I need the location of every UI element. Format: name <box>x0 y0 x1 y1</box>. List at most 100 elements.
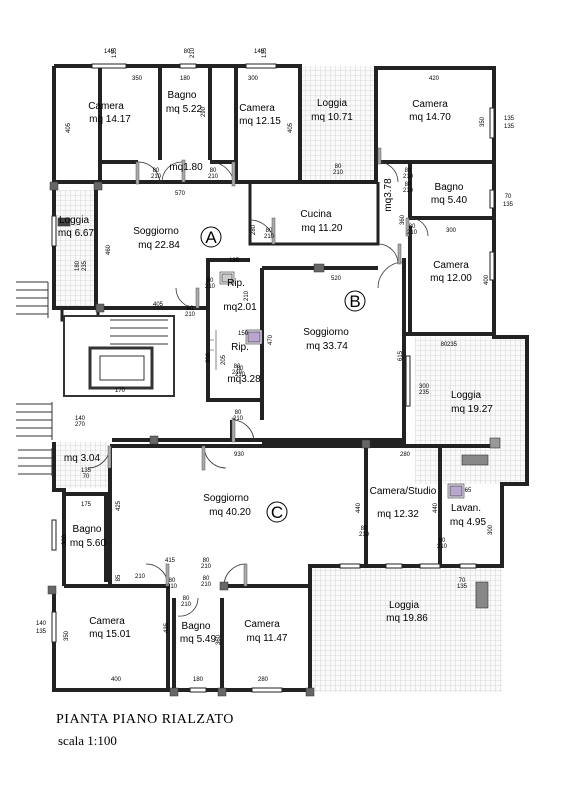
dimension: 85 <box>116 574 122 581</box>
dimension: 80 <box>361 526 368 532</box>
dimension: 400 <box>484 274 490 285</box>
dimension: 210 <box>437 544 448 550</box>
dimension: 360 <box>400 214 406 225</box>
room-name: Camera <box>89 616 125 627</box>
dimension: 210 <box>167 584 178 590</box>
room-name: Soggiorno <box>203 493 249 504</box>
dimension: 80 <box>153 168 160 174</box>
room-name: Loggia <box>451 390 481 401</box>
room-area: mq 5.22 <box>166 104 203 115</box>
dimension: 135 <box>81 468 92 474</box>
room-name: Soggiorno <box>133 226 179 237</box>
dimension: 135 <box>457 584 468 590</box>
room-area: mq 19.86 <box>386 613 428 624</box>
room-area: mq3.28 <box>227 374 261 385</box>
room-name: Bagno <box>182 621 211 632</box>
room-area: mq 22.84 <box>138 240 180 251</box>
room-area: mq 12.00 <box>430 273 472 284</box>
dimension: 210 <box>151 174 162 180</box>
room-area: mq 33.74 <box>306 341 348 352</box>
room-name: Bagno <box>73 524 102 535</box>
dimension: 80 <box>203 576 210 582</box>
dimension: 140 <box>36 621 47 627</box>
dimension: 170 <box>115 388 126 394</box>
dimension: 80 <box>169 578 176 584</box>
dimension: 210 <box>264 234 275 240</box>
dimension: 270 <box>75 422 86 428</box>
dimension: 210 <box>201 582 212 588</box>
dimension: 210 <box>403 174 414 180</box>
room-area: mq2.01 <box>223 302 257 313</box>
room-area: mq 19.27 <box>451 404 493 415</box>
room-area: mq 4.95 <box>450 517 487 528</box>
room-area: mq 15.01 <box>89 629 131 640</box>
dimension: 135 <box>36 629 47 635</box>
dimension: 70 <box>459 578 466 584</box>
room-name: Camera <box>239 103 275 114</box>
dimension: 405 <box>153 302 164 308</box>
dimension: 210 <box>208 174 219 180</box>
dimension: 400 <box>111 677 122 683</box>
room-area: mq 6.67 <box>58 228 95 239</box>
dimension: 80 <box>409 224 416 230</box>
room-area: mq 11.20 <box>302 223 343 234</box>
dimension: 185 <box>229 258 240 264</box>
dimension: 235 <box>447 342 458 348</box>
room-name: Loggia <box>317 98 347 109</box>
dimension: 405 <box>66 122 72 133</box>
dimension: 80 <box>439 538 446 544</box>
room-name: Loggia <box>389 600 419 611</box>
room-area: mq3.78 <box>383 178 394 212</box>
dimension: 135 <box>503 202 514 208</box>
dimension: 80 <box>187 306 194 312</box>
dimension: 210 <box>403 188 414 194</box>
dimension: 350 <box>480 116 486 127</box>
dimension: 435 <box>164 622 170 633</box>
room-area: mq 40.20 <box>209 507 251 518</box>
dimension: 80 <box>184 49 191 55</box>
dimension: 180 <box>75 260 81 271</box>
dimension: 930 <box>234 452 245 458</box>
dimension: 210 <box>233 416 244 422</box>
plan-scale: scala 1:100 <box>58 733 117 748</box>
plan-title: PIANTA PIANO RIALZATO <box>56 712 234 727</box>
dimension: 135 <box>504 124 515 130</box>
room-name: Camera <box>244 619 280 630</box>
room-name: Rip. <box>231 342 249 353</box>
dimension: 415 <box>165 558 176 564</box>
room-name: Loggia <box>59 215 89 226</box>
room-name: Camera <box>412 99 448 110</box>
room-name: Bagno <box>435 182 464 193</box>
utility-boxes <box>57 217 501 609</box>
room-area: mq 12.32 <box>377 509 419 520</box>
dimension: 80 <box>203 558 210 564</box>
dimension: 210 <box>190 47 196 58</box>
dimension: 300 <box>62 534 68 545</box>
stairwell <box>16 281 175 476</box>
room-labels: Camera mq 14.17 Bagno mq 5.22 Camera mq … <box>58 90 493 645</box>
dimension: 65 <box>465 488 472 494</box>
dimension: 520 <box>331 276 342 282</box>
dimension: 290 <box>201 106 207 117</box>
dimension: 135 <box>504 116 515 122</box>
dimension: 140 <box>104 49 115 55</box>
dimension: 210 <box>244 290 250 301</box>
dimension: 80 <box>405 182 412 188</box>
room-name: Bagno <box>168 90 197 101</box>
dimension: 80 <box>234 364 241 370</box>
room-area: mq 12.15 <box>239 116 281 127</box>
dimension: 135 <box>112 47 118 58</box>
dimension: 140 <box>75 416 86 422</box>
dimension: 350 <box>132 76 143 82</box>
dimension: 280 <box>251 224 257 235</box>
room-name: Rip. <box>227 278 245 289</box>
dimension: 460 <box>106 244 112 255</box>
dimension: 440 <box>433 502 439 513</box>
room-area: mq 11.47 <box>247 633 288 644</box>
dimension: 80 <box>335 164 342 170</box>
dimension: 235 <box>419 390 430 396</box>
dimension: 570 <box>175 191 186 197</box>
room-area: mq 5.60 <box>70 538 107 549</box>
loggia-floors <box>52 66 527 692</box>
dimension: 210 <box>232 370 243 376</box>
